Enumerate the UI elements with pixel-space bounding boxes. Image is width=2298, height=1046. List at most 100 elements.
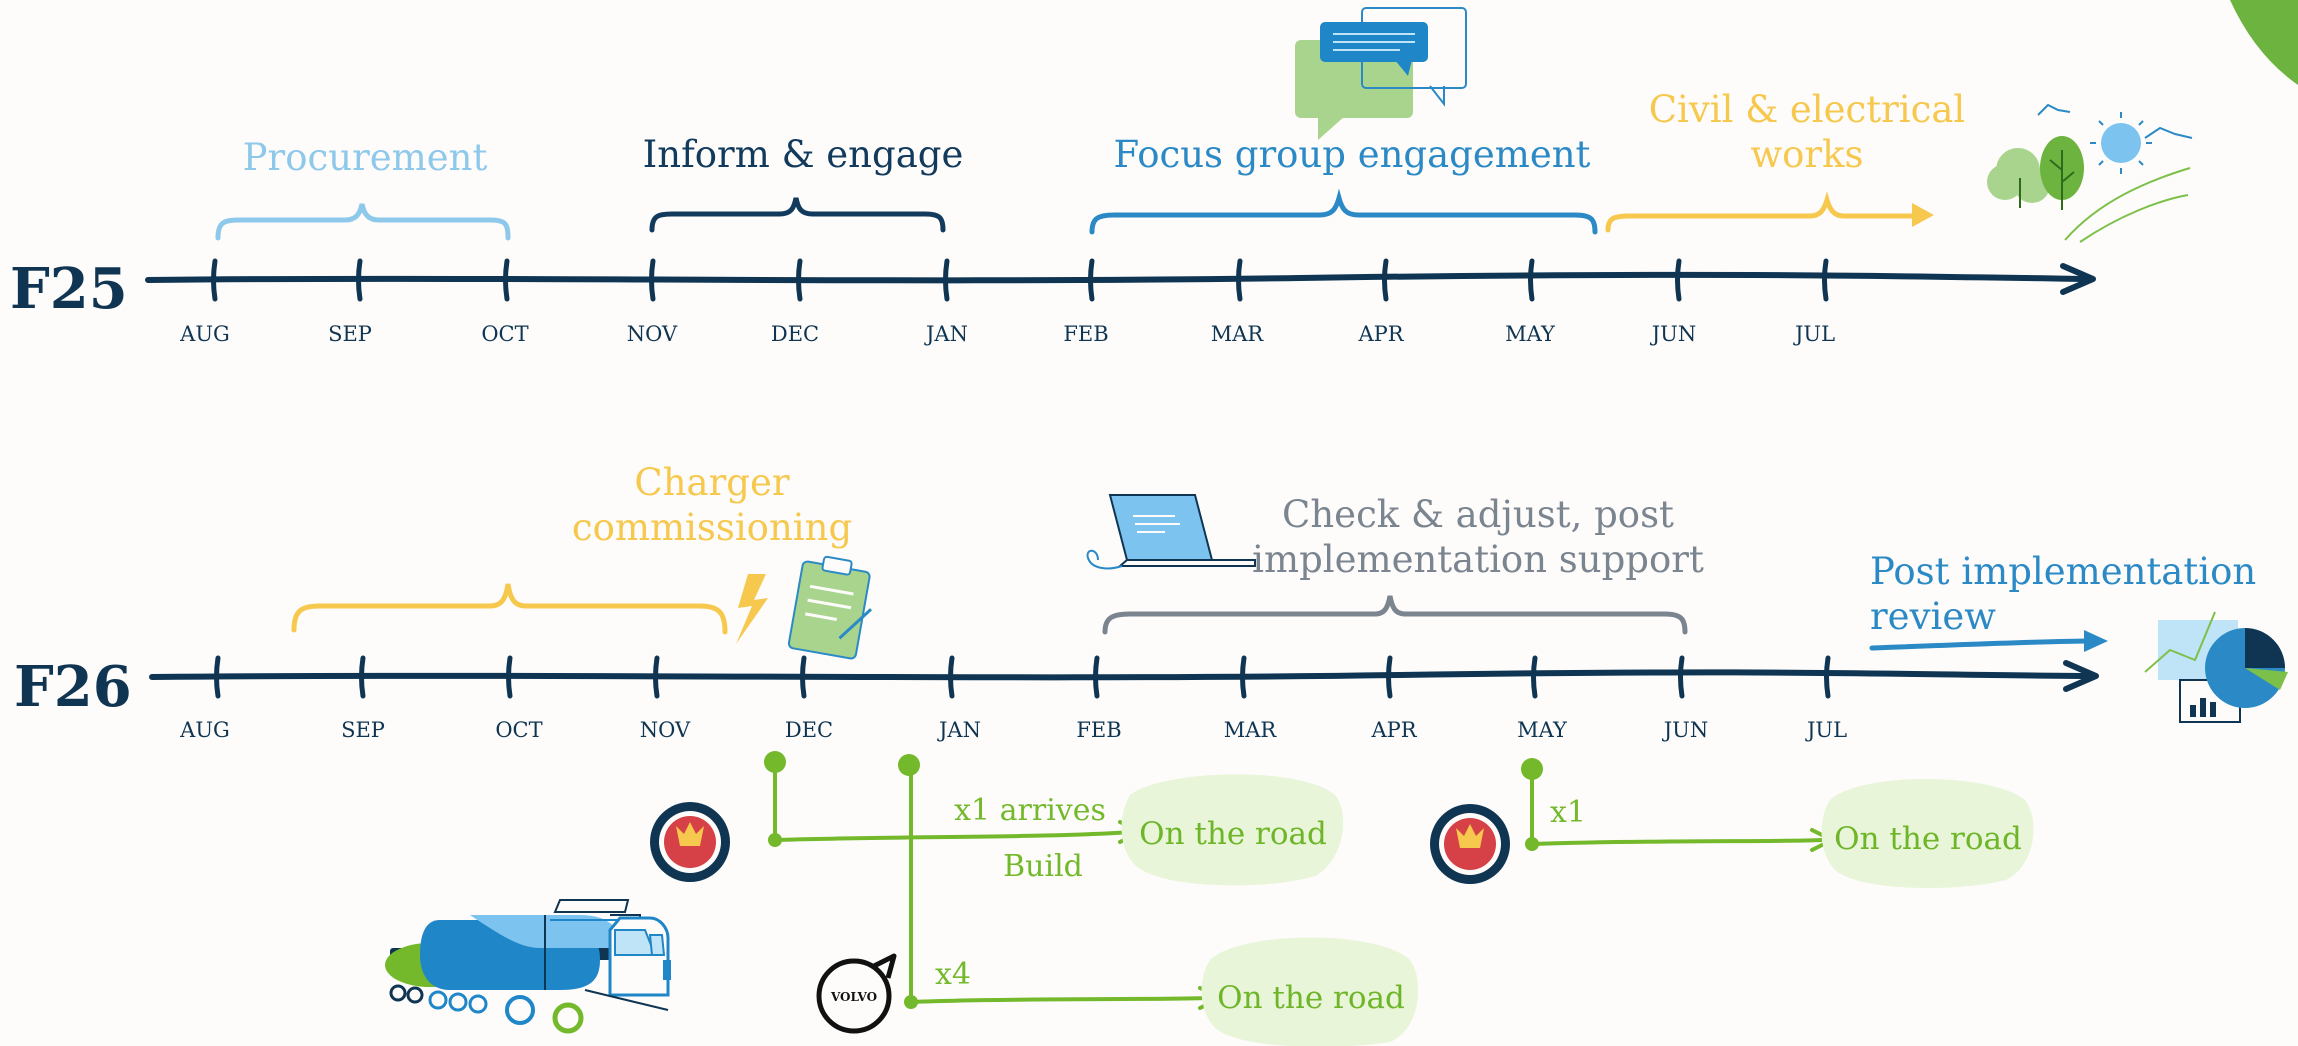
f26-tick-1 bbox=[359, 655, 366, 699]
f26-month-oct: OCT bbox=[495, 718, 542, 742]
phase-civil-electrical-label-line1: Civil & electrical bbox=[1649, 88, 1966, 131]
lightning-bolt-icon bbox=[736, 574, 768, 644]
f26-month-dec: DEC bbox=[785, 718, 833, 742]
laptop-icon bbox=[1086, 494, 1256, 570]
scania2-pin-bottom bbox=[1525, 837, 1539, 851]
f26-year-label: F26 bbox=[14, 654, 132, 720]
f26-month-aug: AUG bbox=[179, 718, 230, 742]
phase-focus-group-label: Focus group engagement bbox=[1114, 133, 1591, 176]
corner-leaf-decoration bbox=[2230, 0, 2298, 85]
f25-month-dec: DEC bbox=[771, 322, 819, 346]
tanker-truck-icon bbox=[385, 899, 671, 1034]
f26-tick-5 bbox=[948, 655, 955, 699]
f25-month-labels: AUG SEP OCT NOV DEC JAN FEB MAR APR MAY … bbox=[179, 322, 1835, 346]
f25-tick-4 bbox=[796, 258, 803, 302]
scania-logo-icon bbox=[1430, 804, 1510, 884]
scania2-status-label: On the road bbox=[1834, 821, 2022, 857]
f25-year-label: F25 bbox=[10, 256, 128, 322]
f25-timeline-axis bbox=[145, 271, 2088, 284]
f26-tick-9 bbox=[1531, 655, 1538, 699]
phase-check-adjust-brace bbox=[1102, 595, 1688, 635]
volvo-count-label: x4 bbox=[935, 957, 971, 992]
f25-month-may: MAY bbox=[1505, 322, 1556, 346]
f26-month-ticks bbox=[214, 655, 1831, 699]
scania1-pin-bottom bbox=[768, 833, 782, 847]
f25-month-nov: NOV bbox=[627, 322, 678, 346]
f25-month-jul: JUL bbox=[1793, 322, 1835, 346]
f26-month-may: MAY bbox=[1517, 718, 1568, 742]
f26-month-mar: MAR bbox=[1224, 718, 1278, 742]
f26-timeline-axis bbox=[149, 669, 2091, 681]
volvo-logo-text: VOLVO bbox=[830, 990, 877, 1004]
scania2-status-bubble bbox=[1821, 779, 2034, 889]
scania1-status-bubble bbox=[1121, 774, 1344, 886]
phase-check-adjust-label-line2: implementation support bbox=[1252, 538, 1704, 581]
f25-tick-6 bbox=[1088, 258, 1095, 302]
phase-post-implementation-review-arrowhead bbox=[2084, 630, 2108, 652]
phase-civil-electrical-arrowhead bbox=[1912, 203, 1934, 227]
scania1-status-label: On the road bbox=[1139, 816, 1327, 852]
volvo-pin-top bbox=[898, 754, 920, 776]
scania-logo-icon bbox=[650, 802, 730, 882]
phase-inform-engage-label: Inform & engage bbox=[643, 133, 964, 176]
f25-month-oct: OCT bbox=[481, 322, 528, 346]
phase-civil-electrical-brace bbox=[1605, 191, 1923, 233]
phase-check-adjust-label-line1: Check & adjust, post bbox=[1282, 493, 1674, 536]
phase-civil-electrical-label-line2: works bbox=[1750, 133, 1863, 176]
f25-tick-7 bbox=[1236, 258, 1243, 302]
f25-timeline-arrowhead bbox=[2060, 263, 2096, 295]
volvo-logo-icon: VOLVO bbox=[816, 953, 897, 1034]
f25-tick-5 bbox=[943, 258, 950, 302]
phase-post-implementation-review-arrow bbox=[1869, 638, 2093, 651]
f26-tick-8 bbox=[1386, 655, 1393, 699]
phase-post-implementation-review-label-line1: Post implementation bbox=[1870, 550, 2256, 593]
phase-procurement-brace bbox=[215, 203, 511, 241]
f25-tick-11 bbox=[1822, 258, 1829, 302]
f26-timeline-arrowhead bbox=[2063, 660, 2099, 692]
landscape-sun-trees-icon bbox=[1987, 103, 2193, 243]
volvo-pin-bottom bbox=[904, 995, 918, 1009]
f25-tick-2 bbox=[503, 258, 510, 302]
phase-charger-commissioning-brace bbox=[291, 583, 728, 635]
scania2-count-label: x1 bbox=[1550, 795, 1586, 830]
f26-month-labels: AUG SEP OCT NOV DEC JAN FEB MAR APR MAY … bbox=[179, 718, 1847, 742]
f25-month-feb: FEB bbox=[1063, 322, 1108, 346]
speech-bubbles-icon bbox=[1295, 7, 1467, 140]
f25-month-sep: SEP bbox=[328, 322, 372, 346]
volvo-connector-horizontal bbox=[910, 996, 1211, 1004]
f26-month-feb: FEB bbox=[1076, 718, 1121, 742]
scania1-arrival-label: x1 arrives bbox=[954, 793, 1106, 828]
f25-month-apr: APR bbox=[1357, 322, 1404, 346]
f26-month-nov: NOV bbox=[640, 718, 691, 742]
scania1-connector-horizontal bbox=[774, 830, 1131, 842]
f25-tick-10 bbox=[1675, 258, 1682, 302]
scania2-connector-horizontal bbox=[1531, 838, 1823, 846]
f26-month-sep: SEP bbox=[341, 718, 385, 742]
f26-month-jul: JUL bbox=[1805, 718, 1847, 742]
f26-tick-4 bbox=[800, 655, 807, 699]
f25-tick-0 bbox=[211, 258, 218, 302]
f25-month-jan: JAN bbox=[924, 322, 968, 346]
f25-tick-9 bbox=[1528, 258, 1535, 302]
f26-month-apr: APR bbox=[1370, 718, 1417, 742]
scania1-build-label: Build bbox=[1003, 849, 1083, 884]
phase-post-implementation-review-label-line2: review bbox=[1870, 595, 1996, 638]
f25-tick-3 bbox=[649, 258, 656, 302]
f26-tick-7 bbox=[1240, 655, 1247, 699]
f26-month-jan: JAN bbox=[937, 718, 981, 742]
f26-tick-3 bbox=[653, 655, 660, 699]
phase-charger-commissioning-label-line2: commissioning bbox=[572, 506, 852, 549]
volvo-status-label: On the road bbox=[1217, 980, 1405, 1016]
scania2-pin-top bbox=[1521, 758, 1543, 780]
report-charts-icon bbox=[2144, 611, 2288, 723]
f26-tick-2 bbox=[506, 655, 513, 699]
clipboard-checklist-icon bbox=[787, 555, 873, 660]
phase-inform-engage-brace bbox=[649, 197, 946, 233]
phase-focus-group-brace bbox=[1089, 188, 1598, 235]
f25-tick-1 bbox=[356, 258, 363, 302]
f26-tick-6 bbox=[1093, 655, 1100, 699]
f26-month-jun: JUN bbox=[1662, 718, 1709, 742]
f26-tick-10 bbox=[1678, 655, 1685, 699]
f25-month-mar: MAR bbox=[1211, 322, 1265, 346]
